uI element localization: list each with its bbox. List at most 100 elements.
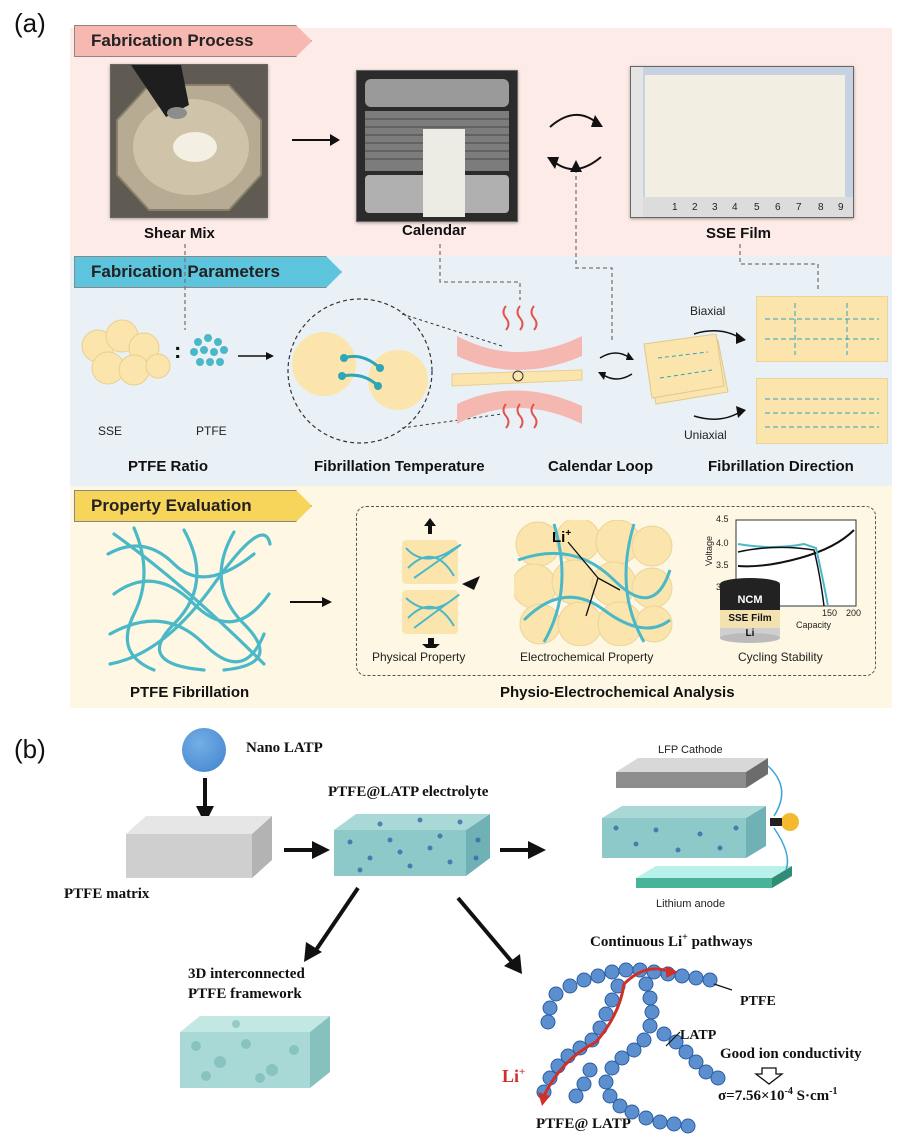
ptfe-label: PTFE xyxy=(740,994,776,1009)
pathways-sup: + xyxy=(682,932,688,943)
inset-ytick-35: 3.5 xyxy=(716,560,729,570)
property-arrow xyxy=(290,597,332,607)
inset-xtick-150: 150 xyxy=(822,608,838,618)
electrochemical-property-illustration xyxy=(514,520,673,646)
li-ion-text: Li xyxy=(552,529,566,546)
film-on-ruler-illustration xyxy=(631,67,853,217)
inset-ytick-40: 4.0 xyxy=(716,538,729,548)
ruler-tick-2: 2 xyxy=(692,202,698,213)
bead-chain-illustration xyxy=(536,962,733,1134)
fabrication-parameters-tag: Fabrication Parameters xyxy=(74,256,342,288)
battery-assembly xyxy=(602,758,799,888)
ratio-label-sse: SSE xyxy=(98,424,123,438)
direction-arrows xyxy=(693,330,746,420)
uniaxial-fiber-lines xyxy=(765,398,879,428)
pathways-tail: pathways xyxy=(687,934,753,950)
film-sheets-illustration xyxy=(643,334,729,405)
ptfe-ratio-caption: PTFE Ratio xyxy=(128,458,209,475)
li-plus-text: Li xyxy=(502,1066,520,1086)
inset-ytick-45: 4.5 xyxy=(716,514,729,524)
ruler-tick-8: 8 xyxy=(818,202,824,213)
mortar-illustration xyxy=(111,65,267,217)
physical-property-caption: Physical Property xyxy=(372,650,466,664)
inset-ytick-30: 3.0 xyxy=(716,582,729,592)
calendar-loop-arrows xyxy=(598,352,634,380)
layer-li: Li xyxy=(745,628,755,639)
framework-3d-illustration xyxy=(180,1016,330,1088)
nano-latp-label: Nano LATP xyxy=(246,740,323,756)
ptfe-latp-label: PTFE@ LATP xyxy=(536,1116,631,1132)
inset-xtick-200: 200 xyxy=(846,608,862,618)
ruler-tick-1: 1 xyxy=(672,202,678,213)
pathways-text: Continuous Li xyxy=(590,934,683,950)
fibrillation-direction-caption: Fibrillation Direction xyxy=(708,458,854,475)
sigma-unit-exp: -1 xyxy=(829,1086,838,1097)
calendar-label: Calendar xyxy=(402,222,467,239)
cycling-stability-inset xyxy=(720,519,857,643)
ratio-separator: : xyxy=(174,338,181,363)
electrolyte-composite xyxy=(334,814,490,876)
fabrication-process-tag: Fabrication Process xyxy=(74,25,312,57)
loop-arrows-icon xyxy=(547,114,603,170)
good-ion-label: Good ion conductivity xyxy=(720,1046,862,1062)
ruler-tick-5: 5 xyxy=(754,202,760,213)
li-ion-label: Li+ xyxy=(552,528,571,546)
analysis-box xyxy=(356,506,876,676)
biaxial-film xyxy=(756,296,888,362)
sigma-unit: S·cm xyxy=(792,1088,830,1104)
li-plus-sup: + xyxy=(519,1066,526,1078)
params-section-bg xyxy=(70,256,892,486)
sigma-value: σ=7.56×10-4 S·cm-1 xyxy=(718,1086,837,1105)
sse-film-photo xyxy=(630,66,854,218)
layer-ncm: NCM xyxy=(737,594,763,606)
panel-a-letter: (a) xyxy=(14,8,46,38)
cycling-stability-caption: Cycling Stability xyxy=(738,650,823,664)
framework-label-line2: PTFE framework xyxy=(188,986,302,1002)
calendar-rollers-illustration xyxy=(357,71,517,221)
electrolyte-label: PTFE@LATP electrolyte xyxy=(328,784,489,800)
electrochemical-property-caption: Electrochemical Property xyxy=(520,650,654,664)
ptfe-fiber-network xyxy=(106,526,272,672)
biaxial-label: Biaxial xyxy=(690,304,726,318)
calendar-photo xyxy=(356,70,518,222)
ruler-tick-6: 6 xyxy=(775,202,781,213)
process-arrow-1 xyxy=(292,134,340,146)
fibrillation-temperature-caption: Fibrillation Temperature xyxy=(314,458,485,475)
li-plus-label: Li+ xyxy=(502,1066,525,1087)
ruler-tick-3: 3 xyxy=(712,202,718,213)
nano-latp-sphere xyxy=(182,728,226,772)
ruler-tick-7: 7 xyxy=(796,202,802,213)
sse-film-label: SSE Film xyxy=(706,225,772,242)
inset-xlabel: Capacity xyxy=(796,620,832,630)
ruler-tick-9: 9 xyxy=(838,202,844,213)
layer-sse-film: SSE Film xyxy=(728,613,772,624)
physical-property-illustration xyxy=(402,518,480,648)
lithium-anode-label: Lithium anode xyxy=(656,898,726,910)
uniaxial-film xyxy=(756,378,888,444)
ratio-label-ptfe: PTFE xyxy=(196,424,227,438)
fibrillation-temperature-illustration xyxy=(287,298,583,444)
dashed-connectors xyxy=(184,160,819,340)
biaxial-fiber-lines xyxy=(765,303,879,355)
ptfe-matrix-block xyxy=(126,816,272,878)
property-evaluation-tag: Property Evaluation xyxy=(74,490,312,522)
ruler-tick-4: 4 xyxy=(732,202,738,213)
down-outline-arrow xyxy=(754,1067,784,1085)
calendar-loop-caption: Calendar Loop xyxy=(548,458,654,475)
shear-mix-label: Shear Mix xyxy=(144,225,215,242)
framework-label-line1: 3D interconnected xyxy=(188,966,305,982)
li-ion-sup: + xyxy=(565,528,572,539)
pathways-label: Continuous Li+ pathways xyxy=(590,932,752,951)
lfp-cathode-label: LFP Cathode xyxy=(658,744,723,756)
latp-label: LATP xyxy=(680,1028,717,1043)
sigma-exp: -4 xyxy=(784,1086,793,1097)
panel-b-letter: (b) xyxy=(14,734,46,764)
shear-mix-photo xyxy=(110,64,268,218)
ptfe-fibrillation-caption: PTFE Fibrillation xyxy=(130,684,250,701)
ptfe-ratio-illustration: : xyxy=(81,319,274,386)
uniaxial-label: Uniaxial xyxy=(684,428,727,442)
sigma-text: σ=7.56×10 xyxy=(718,1088,785,1104)
physio-electrochemical-caption: Physio-Electrochemical Analysis xyxy=(500,684,735,701)
ptfe-matrix-label: PTFE matrix xyxy=(64,886,150,902)
